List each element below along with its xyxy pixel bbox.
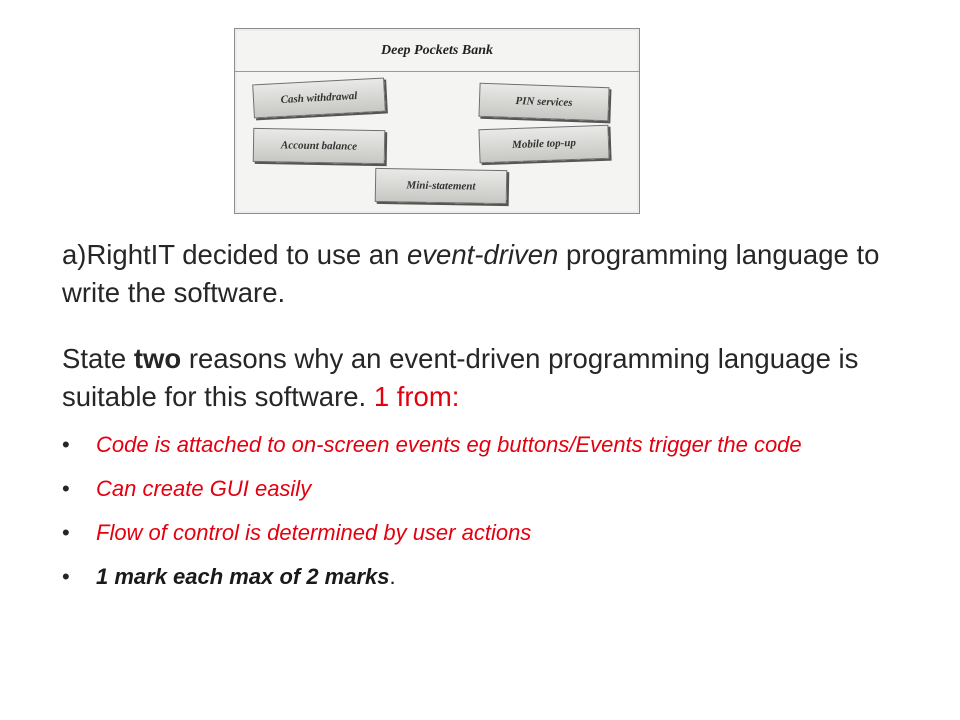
bullet-icon: • [62,520,70,545]
list-item: • Flow of control is determined by user … [62,518,922,548]
instruction-suffix: reasons why an event-driven programming … [62,343,859,412]
bullet-icon: • [62,476,70,501]
cash-withdrawal-button[interactable]: Cash withdrawal [252,77,386,119]
question-intro: a)RightIT decided to use an event-driven… [62,236,922,312]
question-intro-emphasis: event-driven [407,239,559,270]
list-item: • Can create GUI easily [62,474,922,504]
marking-period: . [389,564,396,589]
list-item: • 1 mark each max of 2 marks. [62,562,922,592]
account-balance-button[interactable]: Account balance [252,127,386,165]
marking-text: 1 mark each max of 2 marks. [96,564,396,589]
question-intro-prefix: a)RightIT decided to use an [62,239,407,270]
answer-text: Can create GUI easily [96,476,312,501]
mini-statement-button[interactable]: Mini-statement [374,167,508,205]
question-intro-suffix: programming language to write the softwa… [62,239,880,308]
answer-text: Flow of control is determined by user ac… [96,520,532,545]
bullet-icon: • [62,564,70,589]
answer-note: 1 from: [373,381,460,412]
answer-text: Code is attached to on-screen events eg … [96,432,802,457]
atm-screen-image: Deep Pockets Bank Cash withdrawal PIN se… [234,28,640,214]
instruction-bold: two [133,343,182,374]
answer-list: • Code is attached to on-screen events e… [62,430,922,606]
pin-services-button[interactable]: PIN services [478,82,610,122]
list-item: • Code is attached to on-screen events e… [62,430,922,460]
question-instruction: State two reasons why an event-driven pr… [62,340,922,416]
bullet-icon: • [62,432,70,457]
atm-bank-title: Deep Pockets Bank [235,29,639,72]
marking-scheme: 1 mark each max of 2 marks [96,564,390,589]
instruction-prefix: State [62,343,134,374]
mobile-top-up-button[interactable]: Mobile top-up [478,124,610,164]
